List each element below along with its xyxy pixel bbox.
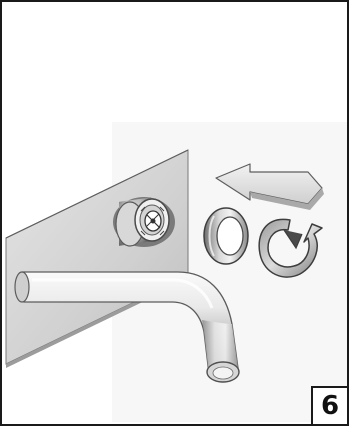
- aerator-housing-icon: [113, 197, 175, 247]
- sleeve-ring-icon: [204, 208, 248, 264]
- step-number-badge: 6: [311, 386, 347, 424]
